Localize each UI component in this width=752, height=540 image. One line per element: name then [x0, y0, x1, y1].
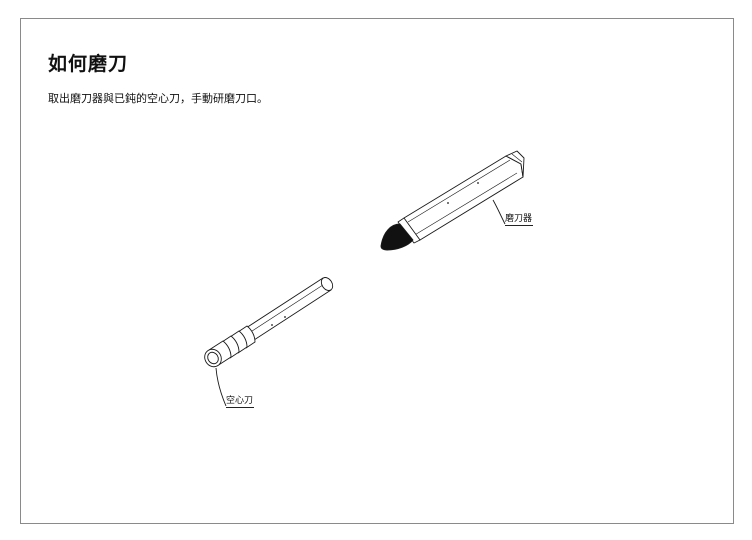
page-title: 如何磨刀: [48, 53, 129, 75]
hollow-bit-mouth-inner: [207, 351, 219, 365]
hollow-bit-leader: [215, 367, 227, 407]
sharpener-tip: [380, 223, 414, 251]
hollow-bit-shaft-end: [320, 277, 334, 291]
hollow-bit-label: 空心刀: [226, 396, 255, 408]
sharpener-end-face: [505, 150, 525, 178]
instruction-text: 取出磨刀器與已鈍的空心刀，手動研磨刀口。: [48, 92, 268, 105]
page-frame: [20, 18, 734, 524]
hollow-bit-drawing: [204, 277, 334, 407]
hollow-bit-shaft: [245, 277, 332, 341]
sharpener-leader: [492, 199, 506, 225]
sharpener-drawing: [380, 150, 525, 251]
sharpener-label: 磨刀器: [505, 214, 534, 226]
sharpener-body: [403, 155, 524, 241]
